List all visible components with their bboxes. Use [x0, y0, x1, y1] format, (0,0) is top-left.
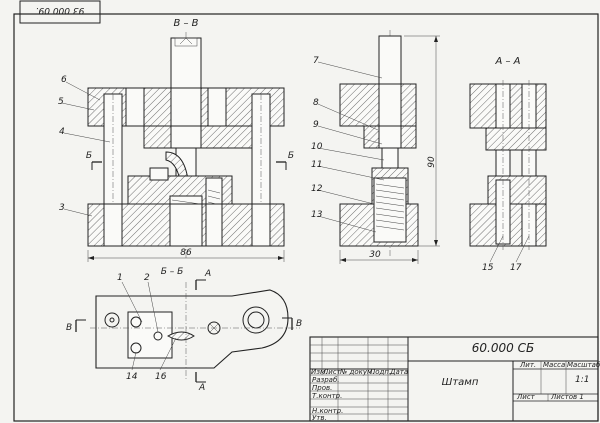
role-approved: Утв.: [312, 414, 327, 422]
section-b-right-label: Б: [288, 151, 294, 161]
callout-5: 5: [58, 97, 64, 107]
callout-6: 6: [61, 75, 67, 85]
callout-13: 13: [311, 210, 323, 220]
section-a-bottom-label: А: [198, 383, 205, 393]
callout-4: 4: [59, 127, 65, 137]
callout-10: 10: [311, 142, 323, 152]
view-bb: Б – Б А А В В 1: [66, 267, 302, 393]
rev-header-doc: № докум.: [339, 368, 375, 376]
section-b-left-label: Б: [86, 151, 92, 161]
view-aa: А – А 15 17: [469, 56, 547, 273]
callout-7: 7: [313, 56, 319, 66]
title-block: Изм. Лист № докум. Подп. Дата Разраб. Пр…: [309, 336, 600, 422]
callout-3: 3: [59, 203, 65, 213]
part-name: Штамп: [442, 377, 479, 388]
section-v-left-label: В: [66, 323, 72, 333]
callout-2: 2: [144, 273, 150, 283]
scale-value: 1:1: [575, 375, 589, 385]
callout-1: 1: [117, 273, 123, 283]
scale-label: Масштаб: [567, 361, 600, 369]
callout-15: 15: [482, 263, 494, 273]
dim-width-main: 86: [180, 248, 192, 258]
callout-8: 8: [313, 98, 319, 108]
lit-label: Лит.: [519, 361, 536, 369]
callout-9: 9: [313, 120, 319, 130]
sheets-label: Листов 1: [550, 393, 584, 401]
sheet-label: Лист: [516, 393, 536, 401]
role-checker: Пров.: [312, 384, 332, 392]
sheet-frame: [13, 13, 599, 422]
designation: 60.000 СБ: [472, 341, 534, 355]
callout-11: 11: [311, 160, 322, 170]
callout-14: 14: [126, 372, 138, 382]
role-tech-control: Т.контр.: [312, 392, 342, 400]
section-a-top-label: А: [204, 269, 211, 279]
view-side: 90 30 7 8 9 10 11 12 13: [311, 30, 440, 264]
callout-16: 16: [155, 372, 167, 382]
rev-header-izm: Изм.: [311, 368, 327, 376]
dim-height-side: 90: [427, 156, 437, 168]
mass-label: Масса: [543, 361, 565, 369]
callout-12: 12: [311, 184, 323, 194]
callout-17: 17: [510, 263, 522, 273]
doc-code-rotated: 93 000 09.: [36, 5, 85, 15]
rev-header-sign: Подп.: [370, 368, 391, 376]
view-vv: В – В: [58, 18, 294, 262]
rev-header-list: Лист: [322, 368, 342, 376]
section-v-right-label: В: [296, 319, 302, 329]
role-norm-control: Н.контр.: [312, 407, 343, 415]
dim-width-side: 30: [369, 250, 381, 260]
view-vv-title: В – В: [173, 18, 198, 29]
role-developer: Разраб.: [312, 376, 340, 384]
doc-code-box: [19, 0, 101, 24]
view-aa-title: А – А: [494, 56, 520, 67]
view-bb-title: Б – Б: [161, 267, 184, 277]
rev-header-date: Дата: [389, 368, 408, 376]
